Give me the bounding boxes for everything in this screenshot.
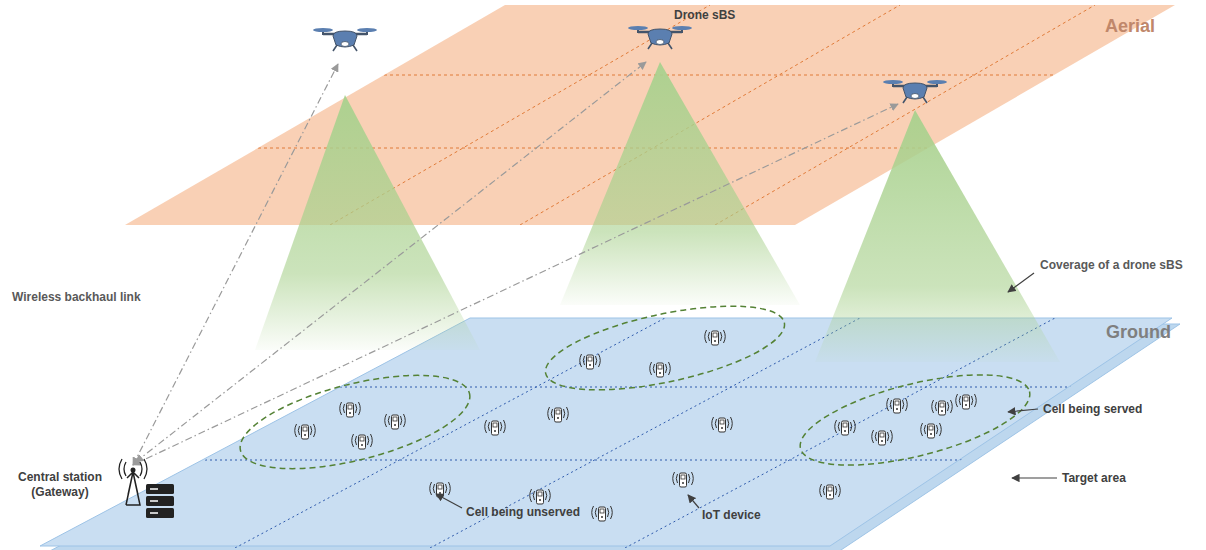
callout-label: Target area — [1062, 471, 1126, 485]
iot-device-icon — [530, 489, 551, 504]
iot-device-icon — [430, 482, 451, 497]
coverage-cone — [255, 62, 1060, 362]
iot-device-icon — [705, 330, 726, 345]
iot-device-icon — [295, 424, 316, 439]
iot-device-layer — [295, 330, 977, 521]
layer-label: Aerial — [1105, 16, 1155, 38]
callout-label: Wireless backhaul link — [12, 290, 141, 304]
iot-device-icon — [485, 420, 506, 435]
iot-device-icon — [352, 434, 373, 449]
gateway-node: Central station (Gateway) — [5, 462, 177, 532]
iot-device-icon — [340, 402, 361, 417]
callout-label: IoT device — [702, 508, 761, 522]
drone-icon — [313, 26, 947, 103]
iot-device-icon — [835, 420, 856, 435]
iot-device-icon — [820, 484, 841, 499]
layer-label: Ground — [1106, 322, 1171, 344]
aerial-plane — [0, 5, 1206, 225]
iot-device-icon — [650, 362, 671, 377]
callout-label: Cell being unserved — [466, 505, 580, 519]
iot-device-icon — [932, 400, 953, 415]
iot-device-icon — [592, 506, 613, 521]
backhaul-link — [133, 64, 898, 465]
gateway-icon — [119, 459, 174, 518]
callout-label: Coverage of a drone sBS — [1040, 258, 1183, 272]
callout-label: Cell being served — [1043, 402, 1142, 416]
iot-device-icon — [712, 417, 733, 432]
cell-outline — [231, 289, 1038, 487]
node-label: Central station (Gateway) — [8, 470, 112, 500]
iot-device-icon — [921, 423, 942, 438]
node-label: Drone sBS — [674, 8, 735, 23]
iot-device-icon — [872, 430, 893, 445]
iot-device-icon — [673, 472, 694, 487]
iot-device-icon — [580, 354, 601, 369]
drone-node: Drone sBS — [622, 4, 744, 62]
iot-device-icon — [385, 414, 406, 429]
iot-device-icon — [956, 394, 977, 409]
iot-device-icon — [548, 407, 569, 422]
backhaul-link — [136, 62, 646, 462]
iot-device-icon — [887, 398, 908, 413]
leader-arrow — [436, 273, 1057, 508]
